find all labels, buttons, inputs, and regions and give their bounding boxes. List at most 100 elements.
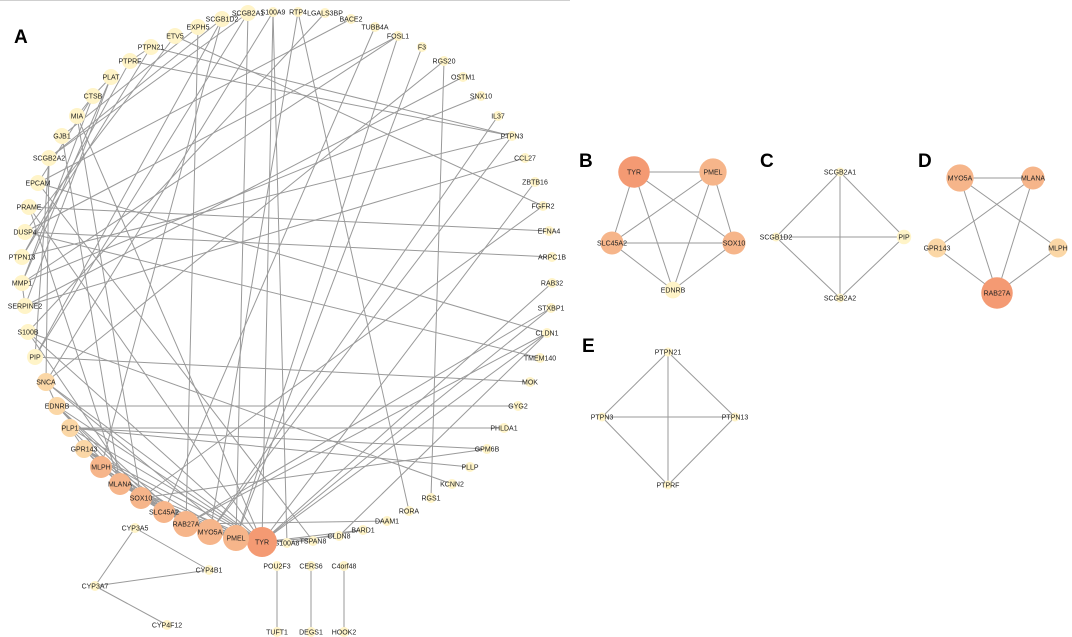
a-node-rgs20: RGS20 xyxy=(433,56,456,66)
a-edge-snca-scgb2a2 xyxy=(45,157,50,383)
a-node-label-snx10: SNX10 xyxy=(470,94,492,101)
a-node-circle-fosl1 xyxy=(393,31,403,41)
a-edge-pmel-f3 xyxy=(235,46,423,539)
a-node-label-lgals3bp: LGALS3BP xyxy=(307,11,343,18)
e-edge-ptpn21-ptpn13 xyxy=(667,351,736,418)
d-node-gpr143: GPR143 xyxy=(924,238,951,258)
a-node-label-rgs20: RGS20 xyxy=(433,59,456,66)
a-node-label-mok: MOK xyxy=(522,380,538,387)
a-node-label-rora: RORA xyxy=(399,509,420,516)
a-node-circle-ptpn3 xyxy=(507,131,517,141)
a-node-label-gpm6b: GPM6B xyxy=(475,447,500,454)
a-node-mmp1: MMP1 xyxy=(12,275,32,291)
e-edge-ptpn13-ptprf xyxy=(667,416,736,486)
panel-letter-b: B xyxy=(579,151,593,172)
a-node-cyp4b1: CYP4B1 xyxy=(196,565,223,575)
a-node-label-c4orf48: C4orf48 xyxy=(332,564,357,571)
panel-letter-e: E xyxy=(582,336,595,357)
a-edge-serpine2-ccl27 xyxy=(24,157,526,307)
c-node-circle-scgb2a2 xyxy=(835,293,845,303)
a-node-circle-cyp4f12 xyxy=(162,620,172,630)
a-node-label-fgfr2: FGFR2 xyxy=(532,204,555,211)
b-node-ednrb: EDNRB xyxy=(661,281,686,299)
a-node-label-sox10: SOX10 xyxy=(130,496,153,503)
a-node-label-ednrb: EDNRB xyxy=(45,404,70,411)
a-node-circle-degs1 xyxy=(306,627,316,637)
a-node-label-kcnn2: KCNN2 xyxy=(440,482,464,489)
a-edge-myo5a-rtp4 xyxy=(209,11,299,533)
a-edge-ptpn13-ptpn3 xyxy=(21,135,513,258)
a-node-label-slc45a2: SLC45A2 xyxy=(149,510,179,517)
a-edge-exph5-rab27a xyxy=(185,26,199,525)
a-node-fgfr2: FGFR2 xyxy=(532,201,555,211)
a-node-arpc1b: ARPC1B xyxy=(538,252,566,262)
b-edge-tyr-ednrb xyxy=(633,171,674,291)
a-node-circle-scgb1d2 xyxy=(214,11,230,27)
a-edge-s100b-kcnn2 xyxy=(27,331,453,485)
a-node-circle-tspan8 xyxy=(308,536,318,546)
a-node-circle-cyp4b1 xyxy=(204,565,214,575)
a-node-circle-cers6 xyxy=(306,561,316,571)
b-node-circle-tyr xyxy=(618,156,650,188)
a-edge-ptpn21-ptpn3 xyxy=(150,46,513,137)
a-edge-tyr-bard1 xyxy=(261,529,364,543)
e-node-circle-ptpn21 xyxy=(663,347,673,357)
a-node-circle-rab32 xyxy=(547,278,557,288)
a-edge-cyp3a7-cyp4f12 xyxy=(94,585,168,626)
a-node-ptpn13: PTPN13 xyxy=(9,249,35,265)
a-node-label-cyp4f12: CYP4F12 xyxy=(152,623,182,630)
a-node-circle-tuft1 xyxy=(272,627,282,637)
a-node-label-mlana: MLANA xyxy=(108,482,132,489)
a-node-snca: SNCA xyxy=(36,373,56,391)
a-node-circle-s100b xyxy=(20,324,36,340)
a-node-cyp3a7: CYP3A7 xyxy=(82,581,109,591)
b-node-pmel: PMEL xyxy=(699,158,727,186)
a-node-scgb2a1: SCGB2A1 xyxy=(232,5,264,21)
a-node-circle-tmem140 xyxy=(535,353,545,363)
a-node-label-f3: F3 xyxy=(418,45,426,52)
a-node-circle-ptprf xyxy=(122,53,138,69)
a-edge-rora-rtp4 xyxy=(297,11,410,512)
a-edge-tyr-rab32 xyxy=(261,282,553,543)
a-node-circle-slc45a2 xyxy=(153,501,175,523)
a-node-circle-rora xyxy=(404,506,414,516)
a-node-label-tmem140: TMEM140 xyxy=(524,356,556,363)
a-node-ptprf: PTPRF xyxy=(119,53,141,69)
c-node-pip: PIP xyxy=(896,229,912,245)
a-node-circle-rgs1 xyxy=(426,493,436,503)
a-edge-pmel-snca xyxy=(45,381,237,539)
a-node-circle-c4orf48 xyxy=(339,561,349,571)
a-node-circle-ptpn13 xyxy=(14,249,30,265)
a-node-prame: PRAME xyxy=(17,199,42,215)
a-node-s100a9: S100A9 xyxy=(261,7,286,17)
d-edge-myo5a-mlph xyxy=(959,177,1059,249)
a-node-pou2f3: POU2F3 xyxy=(263,561,291,571)
a-node-label-ptpn3: PTPN3 xyxy=(501,134,524,141)
a-edge-mmp1-snx10 xyxy=(21,95,482,284)
a-node-circle-plat xyxy=(103,69,119,85)
e-node-ptpn3: PTPN3 xyxy=(591,412,613,422)
e-node-ptpn13: PTPN13 xyxy=(722,412,748,422)
a-edge-pmel-scgb2a1 xyxy=(235,12,249,539)
a-node-s100b: S100B xyxy=(17,324,39,340)
panel-c-edges xyxy=(775,171,905,299)
a-node-label-myo5a: MYO5A xyxy=(198,530,223,537)
e-node-label-ptpn21: PTPN21 xyxy=(655,350,682,357)
a-node-snx10: SNX10 xyxy=(470,91,492,101)
a-edge-mmp1-plat xyxy=(21,76,112,284)
a-node-circle-tubb4a xyxy=(370,22,380,32)
a-node-circle-gyg2 xyxy=(513,401,523,411)
a-node-kcnn2: KCNN2 xyxy=(440,479,464,489)
d-node-mlana: MLANA xyxy=(1021,166,1045,190)
a-node-circle-mia xyxy=(69,108,85,124)
d-node-label-myo5a: MYO5A xyxy=(948,176,973,183)
a-node-tuft1: TUFT1 xyxy=(266,627,288,637)
a-node-label-epcam: EPCAM xyxy=(26,181,51,188)
a-node-f3: F3 xyxy=(417,42,427,52)
a-node-circle-hook2 xyxy=(339,627,349,637)
a-node-circle-ctsb xyxy=(85,88,101,104)
a-node-label-efna4: EFNA4 xyxy=(538,229,561,236)
